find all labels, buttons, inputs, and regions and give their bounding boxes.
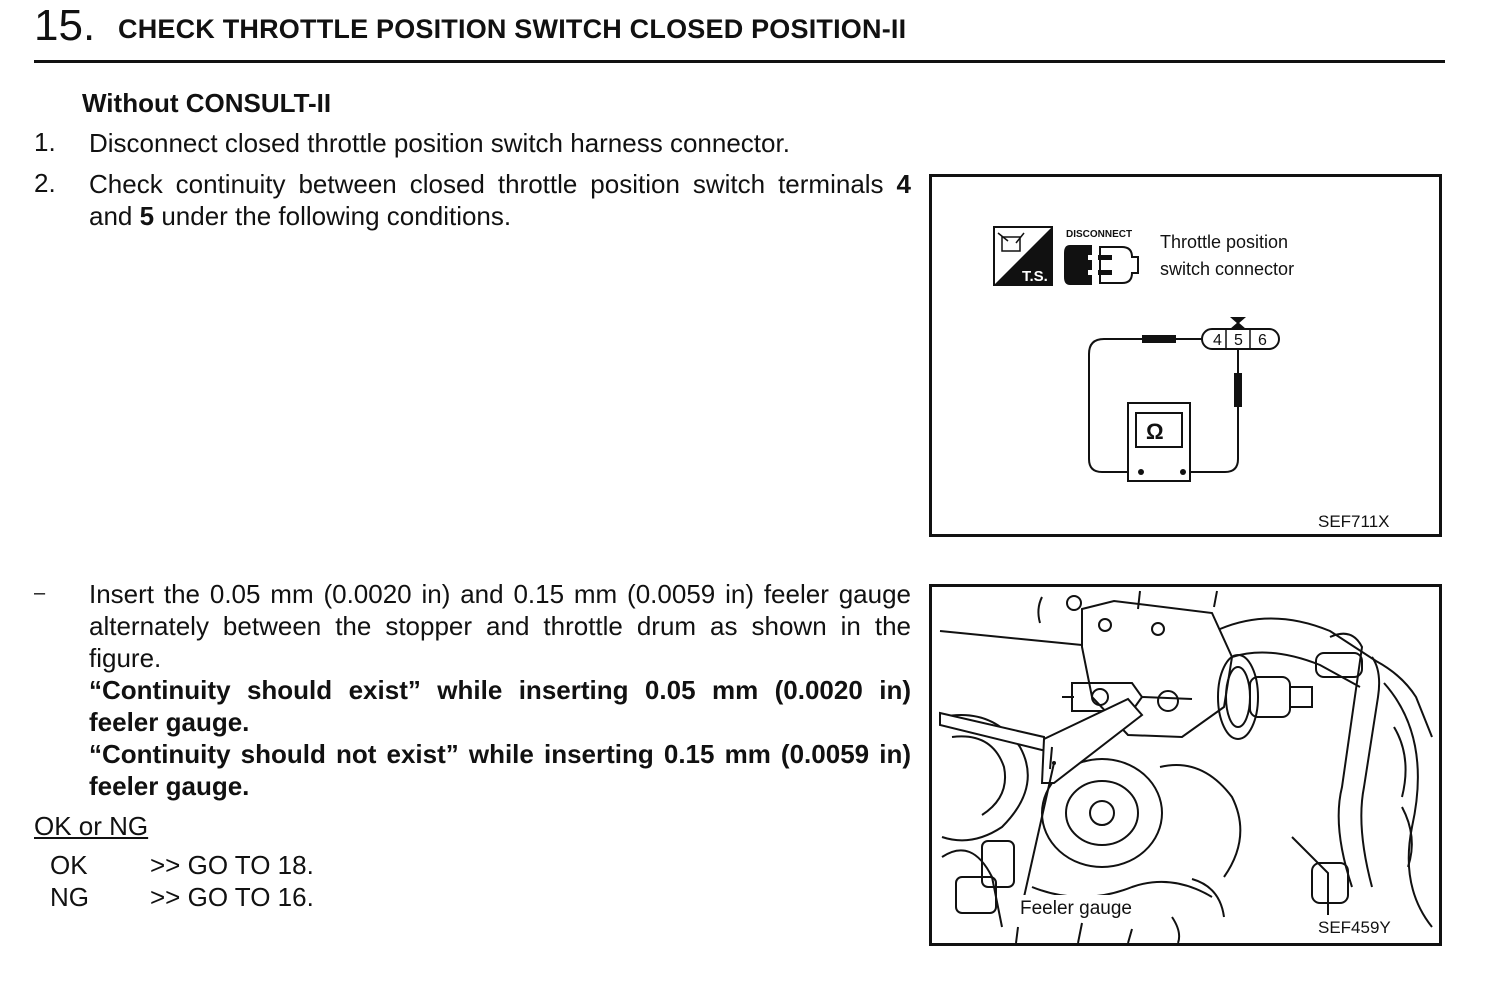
step-2-text-c: under the following conditions. xyxy=(161,201,512,231)
step-title: CHECK THROTTLE POSITION SWITCH CLOSED PO… xyxy=(118,14,907,44)
subheading: Without CONSULT-II xyxy=(82,88,332,118)
step-2-text-a: Check continuity between closed throttle… xyxy=(89,169,884,199)
connector-diagram-svg: T.S. DISCONNECT Throttle position switch… xyxy=(993,226,1390,531)
figure-2-code: SEF459Y xyxy=(1318,918,1391,937)
result-ok-action: >> GO TO 18. xyxy=(150,850,314,880)
bullet-condition-2: “Continuity should not exist” while inse… xyxy=(89,739,911,801)
bullet-marker: – xyxy=(34,582,46,604)
ts-icon-label: T.S. xyxy=(1022,268,1048,285)
header-rule xyxy=(34,60,1445,63)
bullet-text: Insert the 0.05 mm (0.0020 in) and 0.15 … xyxy=(89,578,911,802)
result-ng-code: NG xyxy=(50,882,89,912)
terminal-4: 4 xyxy=(896,169,911,199)
terminal-block: 4 5 6 xyxy=(1201,317,1280,350)
step-1-number: 1. xyxy=(34,127,56,157)
feeler-gauge-blade xyxy=(939,697,1144,784)
feeler-gauge-drawing: Feeler gauge SEF459Y xyxy=(939,590,1433,944)
bullet-condition-1: “Continuity should exist” while insertin… xyxy=(89,675,911,737)
feeler-gauge-label: Feeler gauge xyxy=(1020,898,1132,919)
figure-feeler-gauge: Feeler gauge SEF459Y xyxy=(929,584,1442,946)
ohm-symbol: Ω xyxy=(1146,419,1164,444)
step-1-text: Disconnect closed throttle position swit… xyxy=(89,128,790,158)
code-backdrop xyxy=(1316,915,1406,937)
connector-label-line-1: Throttle position xyxy=(1160,232,1288,252)
step-2-text-b: and xyxy=(89,201,133,231)
terminal-label-6: 6 xyxy=(1258,332,1267,349)
engine-line-art xyxy=(939,590,1433,944)
result-ng-action: >> GO TO 16. xyxy=(150,882,314,912)
connector-label-line-2: switch connector xyxy=(1160,259,1294,279)
disconnect-icon-label: DISCONNECT xyxy=(1066,229,1132,240)
throttle-drum xyxy=(1062,682,1193,712)
bullet-instruction: Insert the 0.05 mm (0.0020 in) and 0.15 … xyxy=(89,579,911,673)
terminal-5: 5 xyxy=(139,201,155,231)
ohmmeter: Ω xyxy=(1127,402,1191,482)
ts-icon: T.S. xyxy=(993,226,1053,286)
disconnect-icon: DISCONNECT xyxy=(1064,229,1139,285)
step-2-number: 2. xyxy=(34,168,56,198)
figure-1-code: SEF711X xyxy=(1318,512,1390,531)
ok-or-ng-heading: OK or NG xyxy=(34,811,149,841)
result-ok-code: OK xyxy=(50,850,88,880)
feeler-gauge-leader xyxy=(1023,762,1055,898)
figure-connector-diagram: T.S. DISCONNECT Throttle position switch… xyxy=(929,174,1442,537)
terminal-label-5: 5 xyxy=(1234,332,1243,349)
probe-wires xyxy=(1088,335,1242,473)
step-number: 15. xyxy=(34,1,96,50)
terminal-label-4: 4 xyxy=(1213,332,1222,349)
step-2-text: Check continuity between closed throttle… xyxy=(89,168,911,232)
label-backdrop xyxy=(1018,895,1148,919)
